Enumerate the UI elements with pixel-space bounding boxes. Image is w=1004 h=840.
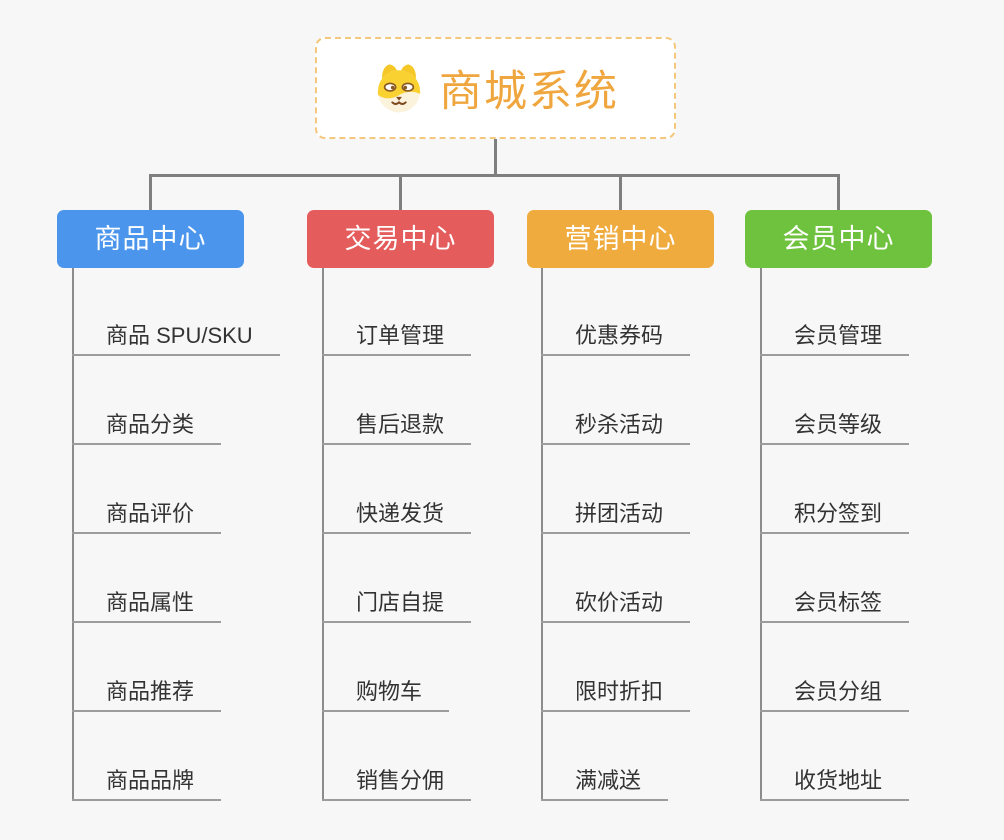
trunk-trade: [322, 267, 324, 801]
leaf-node[interactable]: 订单管理: [322, 323, 472, 356]
leaf-node[interactable]: 收货地址: [760, 768, 910, 801]
connector-drop-product: [149, 174, 152, 211]
leaf-node[interactable]: 满减送: [541, 768, 669, 801]
branch-trade-center[interactable]: 交易中心: [307, 210, 494, 268]
leaf-node[interactable]: 砍价活动: [541, 590, 691, 623]
leaf-node[interactable]: 快递发货: [322, 501, 472, 534]
leaf-node[interactable]: 会员等级: [760, 412, 910, 445]
connector-drop-marketing: [619, 174, 622, 211]
leaf-node[interactable]: 积分签到: [760, 501, 910, 534]
trunk-member: [760, 267, 762, 801]
leaf-node[interactable]: 商品属性: [72, 590, 222, 623]
leaf-node[interactable]: 售后退款: [322, 412, 472, 445]
leaf-node[interactable]: 购物车: [322, 679, 450, 712]
connector-root-stub: [494, 139, 497, 175]
leaf-node[interactable]: 门店自提: [322, 590, 472, 623]
root-title: 商城系统: [439, 68, 619, 116]
leaf-node[interactable]: 会员分组: [760, 679, 910, 712]
connector-drop-member: [837, 174, 840, 211]
leaf-node[interactable]: 商品分类: [72, 412, 222, 445]
leaf-node[interactable]: 商品品牌: [72, 768, 222, 801]
trunk-product: [72, 267, 74, 801]
leaf-node[interactable]: 拼团活动: [541, 501, 691, 534]
root-node[interactable]: 商城系统: [315, 37, 676, 139]
branch-marketing-center[interactable]: 营销中心: [527, 210, 714, 268]
branch-product-center[interactable]: 商品中心: [57, 210, 244, 268]
connector-drop-trade: [399, 174, 402, 211]
leaf-node[interactable]: 优惠券码: [541, 323, 691, 356]
leaf-node[interactable]: 商品评价: [72, 501, 222, 534]
leaf-node[interactable]: 商品推荐: [72, 679, 222, 712]
leaf-node[interactable]: 销售分佣: [322, 768, 472, 801]
connector-horizontal-bar: [149, 174, 840, 177]
leaf-node[interactable]: 限时折扣: [541, 679, 691, 712]
leaf-node[interactable]: 秒杀活动: [541, 412, 691, 445]
leaf-node[interactable]: 会员标签: [760, 590, 910, 623]
trunk-marketing: [541, 267, 543, 801]
leaf-node[interactable]: 会员管理: [760, 323, 910, 356]
dog-icon: [372, 61, 426, 115]
branch-member-center[interactable]: 会员中心: [745, 210, 932, 268]
leaf-node[interactable]: 商品 SPU/SKU: [72, 323, 280, 356]
